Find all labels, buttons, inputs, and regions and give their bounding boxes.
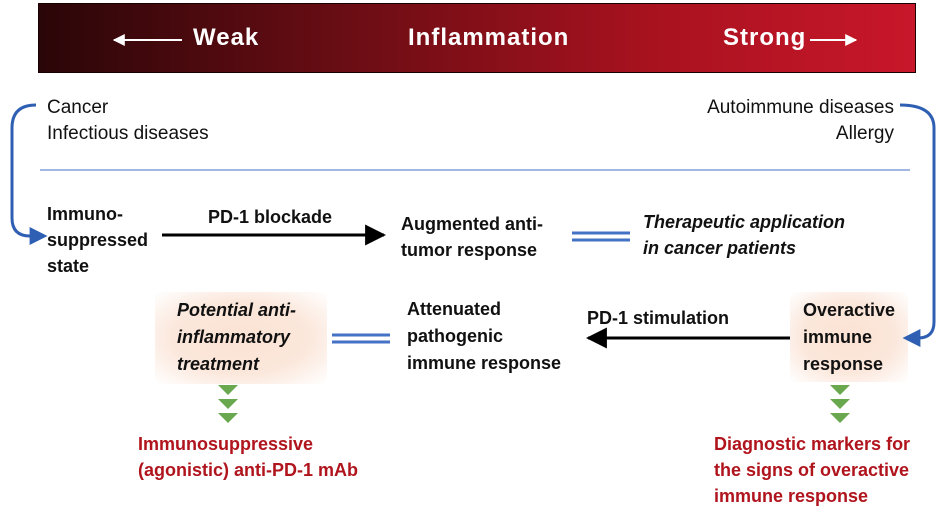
equals-sign-bottom	[332, 333, 390, 344]
left-connector	[10, 103, 48, 245]
inflammation-banner	[38, 3, 916, 73]
pd1-blockade-label: PD-1 blockade	[208, 207, 333, 227]
therapeutic-line1: Therapeutic application	[643, 212, 846, 232]
pd1-stimulation-label: PD-1 stimulation	[587, 308, 730, 328]
outcome-right-line3: immune response	[714, 486, 869, 506]
banner-center-label: Inflammation	[408, 24, 570, 51]
green-triangle-icon	[830, 385, 850, 423]
condition-infectious: Infectious diseases	[47, 123, 209, 144]
attenuated-line3: immune response	[407, 353, 562, 373]
immunosuppressed-line3: state	[47, 256, 90, 276]
overactive-highlight	[790, 292, 908, 382]
therapeutic-line2: in cancer patients	[643, 238, 797, 258]
treatment-line3: treatment	[177, 354, 260, 374]
outcome-left-line1: Immunosuppressive	[138, 434, 314, 454]
condition-allergy: Allergy	[835, 123, 894, 144]
augmented-line2: tumor response	[401, 240, 538, 260]
condition-cancer: Cancer	[47, 97, 109, 118]
augmented-line1: Augmented anti-	[401, 214, 543, 234]
equals-sign-top	[572, 231, 630, 242]
banner-weak-label: Weak	[193, 24, 260, 51]
right-connector	[899, 103, 936, 347]
outcome-left-line2: (agonistic) anti-PD-1 mAb	[138, 460, 359, 480]
outcome-right-line2: the signs of overactive	[714, 460, 910, 480]
attenuated-line2: pathogenic	[407, 326, 504, 346]
condition-autoimmune: Autoimmune diseases	[707, 97, 894, 118]
overactive-line2: immune	[803, 327, 873, 347]
treatment-line2: inflammatory	[177, 327, 291, 347]
overactive-line1: Overactive	[803, 300, 896, 320]
treatment-line1: Potential anti-	[177, 300, 297, 320]
treatment-highlight	[155, 292, 327, 384]
green-triangle-icon	[218, 385, 238, 423]
banner-strong-label: Strong	[723, 24, 807, 51]
overactive-line3: response	[803, 354, 884, 374]
immunosuppressed-line2: suppressed	[47, 230, 149, 250]
immunosuppressed-line1: Immuno-	[47, 204, 123, 224]
outcome-right-line1: Diagnostic markers for	[714, 434, 911, 454]
attenuated-line1: Attenuated	[407, 299, 501, 319]
